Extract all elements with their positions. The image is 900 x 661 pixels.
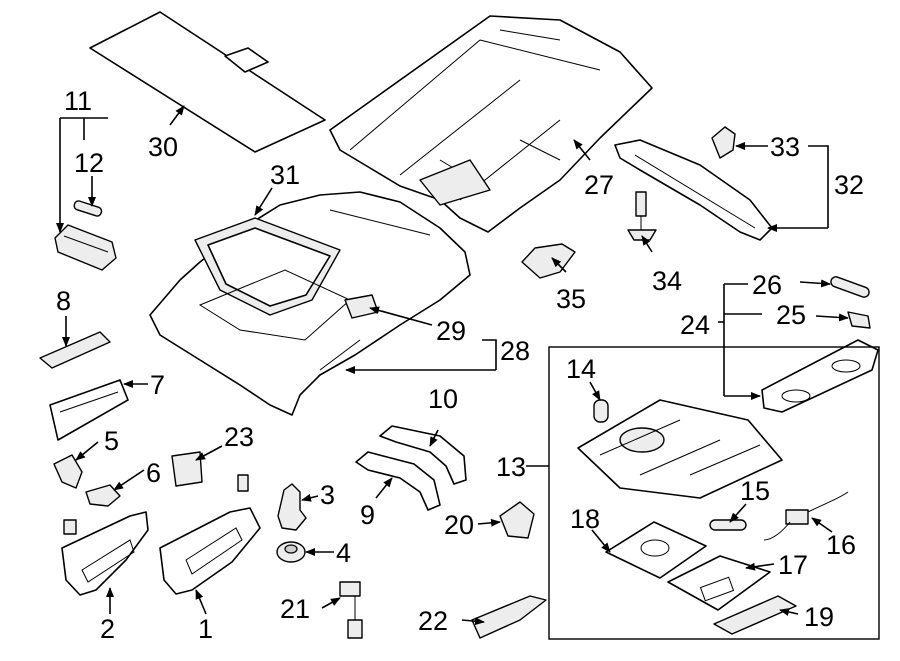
callout-25: 25 — [776, 300, 806, 330]
console-detail-box — [548, 346, 880, 640]
clip-3-part — [277, 483, 307, 531]
callout-27: 27 — [584, 170, 614, 200]
switch-panel-8-part — [39, 331, 111, 369]
callout-18: 18 — [570, 504, 600, 534]
callout-8: 8 — [56, 286, 71, 316]
connector-21-part — [339, 581, 363, 639]
callout-23: 23 — [224, 422, 254, 452]
callout-22: 22 — [418, 606, 448, 636]
callout-17: 17 — [778, 550, 808, 580]
bracket-35-part — [521, 243, 576, 279]
sunvisor-right-part — [159, 474, 261, 595]
callout-29: 29 — [436, 316, 466, 346]
grab-handle-10-part — [379, 425, 467, 485]
hook-20-part — [499, 501, 535, 539]
callout-5: 5 — [104, 426, 119, 456]
overhead-lamp-24-part — [761, 339, 879, 413]
callout-1: 1 — [198, 614, 213, 644]
clip-5-part — [53, 454, 83, 489]
callout-26: 26 — [752, 270, 782, 300]
callout-3: 3 — [320, 480, 335, 510]
leader-lines — [56, 105, 849, 626]
bulb-26-part — [830, 276, 870, 298]
callout-20: 20 — [444, 510, 474, 540]
bulb-15-part — [709, 519, 747, 531]
callout-9: 9 — [360, 500, 375, 530]
console-housing-part — [577, 399, 783, 499]
callout-10: 10 — [428, 384, 458, 414]
callout-6: 6 — [146, 458, 161, 488]
bulb-25-part — [847, 311, 871, 329]
callout-4: 4 — [336, 538, 351, 568]
headliner-part — [329, 15, 653, 233]
headliner-assembly-part — [149, 191, 471, 416]
retainer-clip-part — [627, 191, 657, 241]
callout-12: 12 — [74, 148, 104, 178]
callout-16: 16 — [826, 530, 856, 560]
panel-17-part — [667, 555, 771, 611]
rail-bracket-part — [711, 126, 736, 159]
callout-2: 2 — [100, 614, 115, 644]
module-23-part — [171, 451, 203, 487]
callout-33: 33 — [770, 132, 800, 162]
bulb-12-part — [73, 200, 103, 217]
harness-16-part — [763, 491, 849, 541]
cover-6-part — [85, 484, 121, 507]
grommet-4-part — [276, 541, 306, 563]
callout-24: 24 — [680, 310, 710, 340]
callout-15: 15 — [740, 476, 770, 506]
callout-11: 11 — [64, 86, 92, 116]
callout-13: 13 — [496, 452, 526, 482]
callout-34: 34 — [652, 266, 682, 296]
sunvisor-left-part — [61, 511, 149, 596]
switch-bezel-19-part — [713, 595, 797, 635]
insulation-pad-part — [89, 11, 326, 153]
bulb-14-part — [593, 399, 609, 423]
callout-28: 28 — [500, 336, 530, 366]
map-lamp-part — [54, 224, 117, 271]
roof-rail-trim-part — [614, 139, 773, 241]
bracket-22-part — [471, 595, 547, 639]
callout-14: 14 — [566, 354, 596, 384]
callout-19: 19 — [804, 602, 834, 632]
callout-21: 21 — [280, 594, 310, 624]
grab-handle-9-part — [355, 451, 441, 511]
callout-7: 7 — [150, 370, 165, 400]
callout-31: 31 — [270, 160, 300, 190]
callout-35: 35 — [556, 284, 586, 314]
lens-18-part — [605, 521, 707, 579]
callout-30: 30 — [148, 132, 178, 162]
sunvisor-mirror-7-part — [49, 379, 129, 441]
callout-32: 32 — [834, 170, 864, 200]
callout-labels: 30 11 12 8 7 5 6 2 1 23 3 4 21 31 27 33 … — [56, 86, 864, 644]
